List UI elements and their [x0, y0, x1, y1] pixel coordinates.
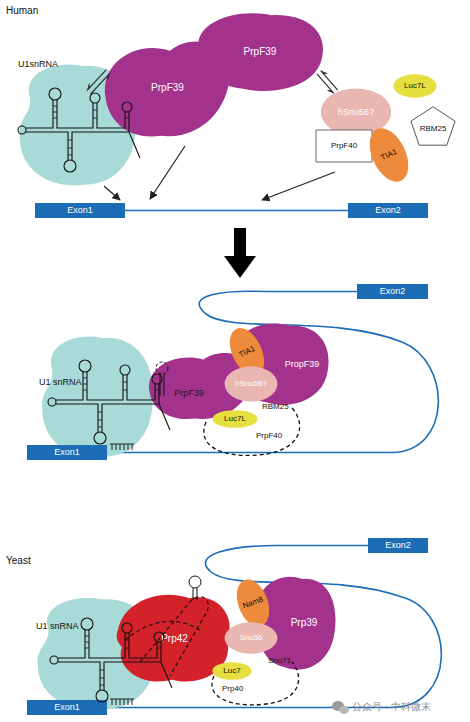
binding-arrow	[317, 71, 338, 94]
protein-label: RBM25	[262, 403, 289, 411]
rbm25-protein-fill	[411, 107, 455, 145]
node-label: Luc7	[223, 667, 240, 675]
node-label: Exon1	[67, 206, 93, 215]
protein-label: Snu71	[268, 657, 291, 665]
watermark-icon	[332, 701, 344, 711]
prp39-protein-fill	[198, 13, 323, 91]
node-label: Exon2	[385, 541, 411, 550]
node-label: Exon2	[380, 287, 406, 296]
node-label: PrpF39	[174, 389, 204, 398]
node-label: hSnu56?	[338, 108, 374, 117]
exon-box: Exon2	[357, 284, 428, 299]
node-label: Exon2	[375, 206, 401, 215]
node-label: Exon1	[54, 703, 80, 712]
luc7-protein: Luc7	[212, 662, 252, 680]
node-label: Prp42	[161, 634, 188, 644]
node-label: Exon1	[54, 448, 80, 457]
watermark-icon	[339, 706, 349, 714]
panel-label: Human	[6, 6, 38, 16]
snu56-protein: hSnu56?	[224, 366, 278, 402]
connector-line	[87, 70, 106, 91]
exon-box: Exon1	[27, 700, 107, 715]
exon-box-fill	[35, 203, 125, 218]
node-label: Luc7L	[224, 415, 246, 423]
recruit-arrow	[150, 146, 185, 199]
node-label: PrpF39	[151, 83, 184, 93]
connector-line	[91, 73, 110, 94]
snu56-protein-fill	[225, 622, 278, 653]
prp42-protein-fill	[117, 595, 230, 682]
tia1-protein: TIA1	[361, 122, 416, 189]
node-label: Prp39	[291, 618, 318, 628]
node-label: U1snRNA	[18, 60, 58, 69]
luc7-protein: Luc7L	[393, 74, 437, 98]
arrow-head	[107, 73, 110, 81]
protein-label: PrpF40	[256, 432, 282, 440]
u1-snrnp-fill	[42, 337, 152, 458]
node-label: Luc7L	[404, 82, 426, 90]
arrow-head	[327, 90, 334, 94]
pre-mrna-intron	[107, 291, 438, 452]
u1-snrnp: U1 snRNA	[35, 330, 157, 462]
connector-line	[125, 210, 348, 212]
connector-line	[107, 291, 438, 452]
exon-box: Exon2	[368, 538, 428, 553]
assembly-arrow	[224, 228, 256, 278]
luc7-protein-fill	[393, 74, 436, 98]
snu56-protein-fill	[225, 366, 278, 401]
shape-outline	[35, 330, 157, 462]
prp39-protein: PrpF39	[190, 6, 330, 98]
node-label: U1 snRNA	[39, 378, 82, 387]
connector-line	[321, 71, 338, 91]
arrow-head	[321, 71, 328, 75]
exon-box-fill	[27, 445, 107, 460]
snu56-protein: Snu56	[224, 622, 278, 654]
prp39-protein-fill	[255, 577, 335, 670]
node-label: Snu56	[239, 634, 262, 642]
pre-mrna-intron	[107, 545, 441, 707]
prp40-protein-fill	[316, 130, 372, 162]
rna-hairpin-loop	[189, 576, 201, 588]
recruit-arrow	[104, 186, 120, 200]
tia1-protein-fill	[362, 122, 416, 188]
prp40-dashed-loop	[204, 408, 300, 455]
panel-label: Yeast	[6, 556, 31, 566]
luc7-protein-fill	[212, 410, 257, 428]
arrow-head	[87, 83, 90, 91]
exon-box: Exon1	[27, 445, 107, 460]
prp40-protein: PrpF40	[316, 130, 372, 162]
exon-box: Exon2	[348, 203, 428, 218]
node-label: RBM25	[420, 125, 447, 133]
exon-box-fill	[357, 284, 428, 299]
recruit-arrow	[262, 172, 335, 200]
prp40-dashed-loop	[212, 662, 299, 705]
node-label: U1 snRNA	[36, 622, 79, 631]
pre-mrna-intron	[125, 210, 348, 211]
node-label: hSnu56?	[235, 380, 267, 388]
node-label: PrpF40	[331, 142, 357, 150]
binding-arrow	[87, 70, 110, 94]
node-label: PropF39	[285, 360, 320, 369]
luc7-protein: Luc7L	[212, 410, 258, 428]
exon-box-fill	[27, 700, 107, 715]
connector-line	[317, 74, 334, 94]
exon-box-fill	[348, 203, 428, 218]
protein-label: Prp40	[222, 685, 243, 693]
node-label: PrpF39	[244, 47, 277, 57]
watermark: 公众号 · 中科微末	[352, 702, 431, 712]
exon-box-fill	[368, 538, 428, 553]
luc7-protein-fill	[212, 662, 251, 680]
exon-box: Exon1	[35, 203, 125, 218]
rbm25-protein: RBM25	[410, 106, 456, 146]
connector-line	[107, 545, 441, 707]
